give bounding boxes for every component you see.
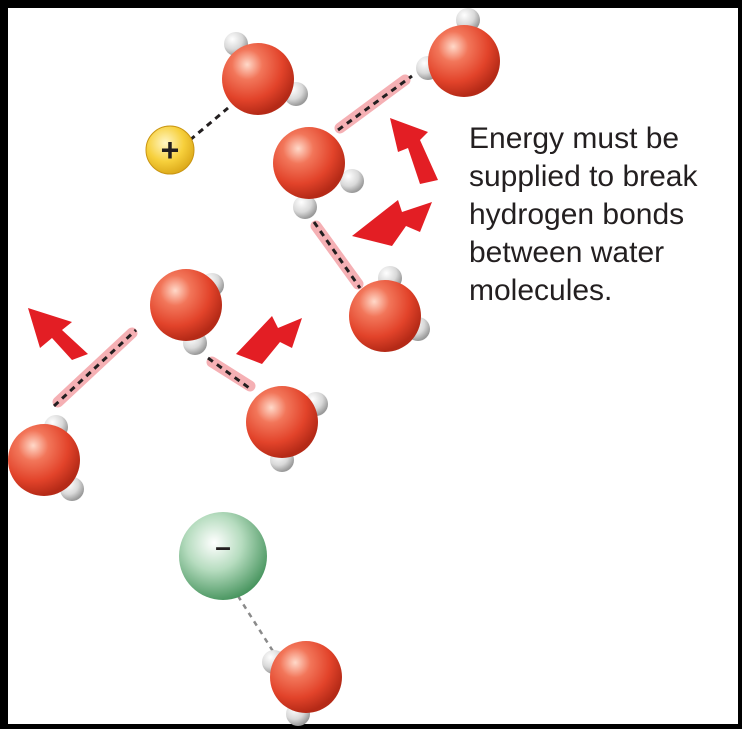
diagram-canvas <box>8 8 738 724</box>
arrow-icon <box>28 308 88 360</box>
water-molecule <box>262 641 342 726</box>
cation-symbol: + <box>161 132 180 168</box>
caption-line: between water <box>469 236 665 269</box>
caption-line: Energy must be <box>469 122 680 155</box>
cation: + <box>145 125 195 175</box>
hydrogen-bond-left <box>52 327 138 408</box>
arrow-icon <box>352 200 432 246</box>
hydrogen-bond-top-right <box>334 74 413 134</box>
anion: – <box>179 512 267 600</box>
caption-line: supplied to break <box>469 160 698 193</box>
water-molecule <box>8 415 84 501</box>
hydrogen-bond-middle-right <box>310 220 364 290</box>
water-molecule <box>273 127 364 219</box>
caption: Energy must be supplied to break hydroge… <box>469 120 737 310</box>
water-molecule <box>246 386 328 472</box>
caption-line: molecules. <box>469 274 613 307</box>
water-molecule <box>349 266 430 352</box>
water-molecule <box>416 8 500 97</box>
caption-line: hydrogen bonds <box>469 198 685 231</box>
anion-attraction-line <box>236 595 278 657</box>
arrow-icon <box>236 316 302 364</box>
water-molecule <box>222 32 308 115</box>
water-molecule <box>150 269 224 355</box>
hydrogen-bond-center <box>206 356 256 392</box>
arrow-icon <box>390 118 438 184</box>
cation-attraction-line <box>189 106 229 142</box>
anion-symbol: – <box>215 531 231 562</box>
